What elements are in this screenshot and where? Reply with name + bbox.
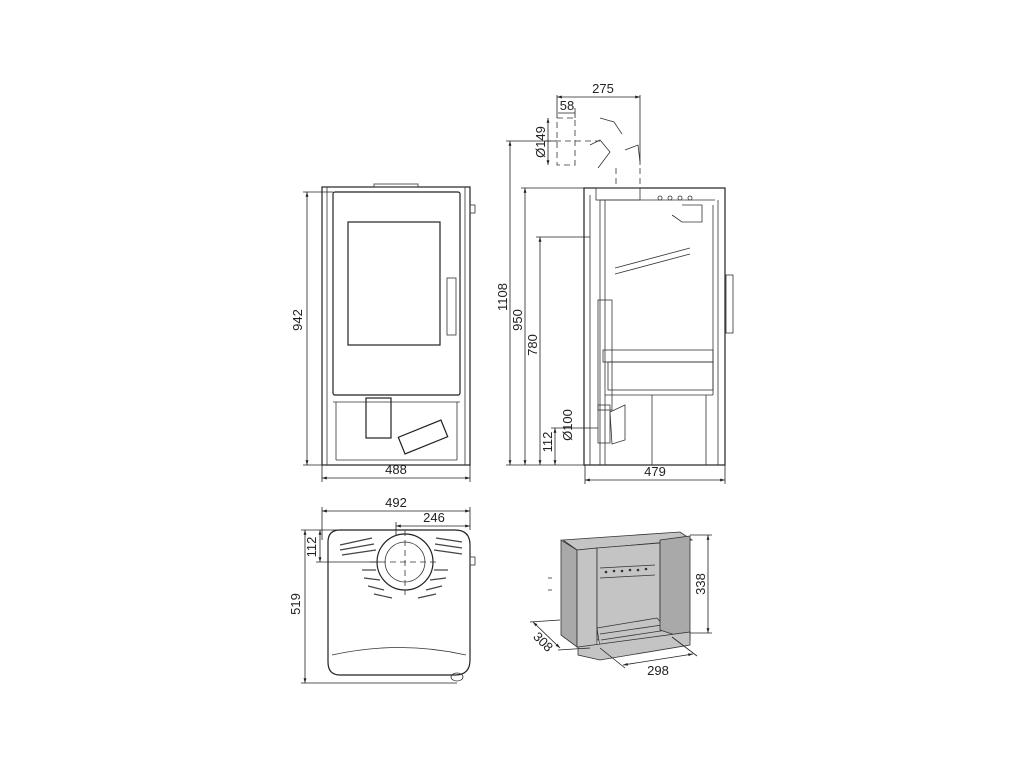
- vent-hole: [667, 195, 673, 201]
- extension-line: [529, 619, 561, 623]
- baffle-plate: [614, 247, 691, 269]
- vent-louvres: [339, 537, 463, 599]
- firebox-floor: [602, 349, 714, 363]
- top-view: 492 246 112 519: [288, 495, 476, 684]
- ash-pan-handle: [397, 419, 449, 455]
- flue-pipe: [556, 117, 576, 166]
- front-view: 942 488: [290, 183, 476, 482]
- firebox-view: 338 308 298: [529, 531, 712, 678]
- flue-collar: [595, 187, 641, 201]
- grate-bars: [599, 624, 668, 641]
- air-rail: [599, 564, 656, 569]
- firebox-width-label: 298: [647, 663, 669, 678]
- flue-elbow: [589, 139, 611, 169]
- door-handle: [446, 277, 457, 336]
- flue-diameter-label: Ø149: [533, 126, 548, 158]
- side-door-handle: [725, 274, 734, 334]
- dimension-line: [532, 621, 561, 649]
- top-outline: [327, 529, 471, 676]
- firebox-front-edge: [576, 547, 598, 649]
- dimension-line: [622, 653, 694, 666]
- air-inlet-diameter-label: Ø100: [560, 409, 575, 441]
- firebox-left-side: [560, 539, 578, 648]
- side-depth-label: 479: [644, 464, 666, 479]
- side-body-outline: [583, 187, 726, 466]
- side-knob: [469, 204, 476, 214]
- top-plate: [373, 183, 419, 188]
- flue-offset-label: 275: [592, 81, 614, 96]
- door-hinge-block: [597, 299, 613, 411]
- firebox-depth-label: 308: [530, 629, 556, 655]
- front-height-label: 942: [290, 309, 305, 331]
- top-flue-offset-label: 112: [304, 537, 319, 558]
- baffle-plate: [614, 253, 691, 275]
- total-height-label: 1108: [495, 283, 510, 311]
- front-width-label: 488: [385, 462, 407, 477]
- vent-hole: [677, 195, 683, 201]
- air-rail: [599, 574, 656, 579]
- door-glass: [347, 221, 441, 346]
- air-inlet-handle: [609, 404, 626, 445]
- air-control: [365, 397, 392, 439]
- stove-body-outline: [321, 186, 471, 466]
- side-knob: [469, 556, 476, 566]
- flue-elbow: [624, 144, 641, 163]
- ash-pan: [607, 361, 714, 391]
- side-view: 275 58 Ø149 1108 950 780 112 Ø100 479: [495, 81, 734, 484]
- air-inlet: [597, 404, 611, 444]
- flue-setback-label: 58: [560, 98, 574, 113]
- extension-line: [557, 647, 591, 651]
- extension-line: [671, 636, 698, 657]
- flue-center-label: 246: [423, 510, 445, 525]
- door-curve: [331, 647, 467, 656]
- firebox-right-side: [659, 535, 691, 641]
- door-handle-knob: [450, 672, 464, 682]
- extension-line: [599, 647, 626, 669]
- top-width-label: 492: [385, 495, 407, 510]
- vent-hole: [657, 195, 663, 201]
- door-height-label: 780: [525, 334, 540, 356]
- vent-hole: [687, 195, 693, 201]
- door: [332, 191, 461, 396]
- air-inlet-height-label: 112: [540, 432, 555, 453]
- top-depth-label: 519: [288, 593, 303, 615]
- top-height-label: 950: [510, 309, 525, 331]
- flue-elbow: [599, 117, 623, 135]
- air-holes: [604, 567, 648, 574]
- baffle-bracket: [671, 204, 703, 223]
- firebox-height-label: 338: [693, 573, 708, 595]
